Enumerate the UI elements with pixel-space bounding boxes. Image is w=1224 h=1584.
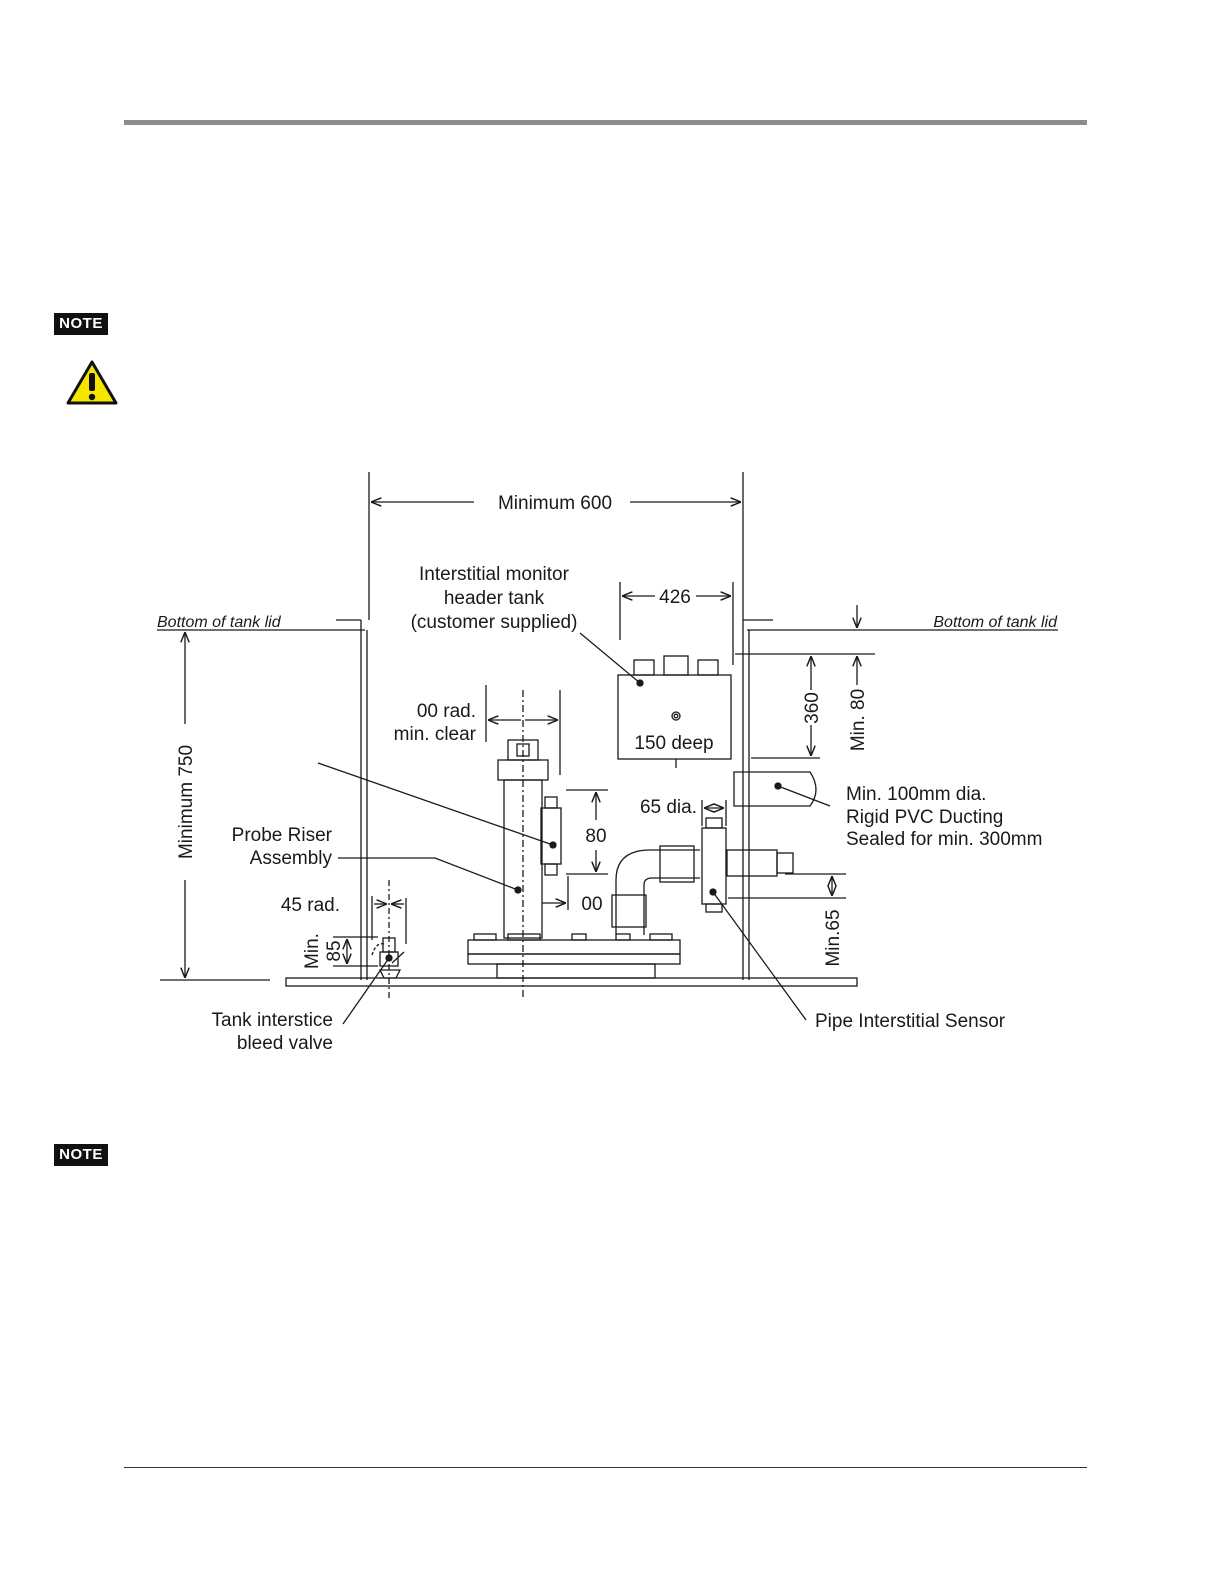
label-probe-2: Assembly (250, 848, 333, 869)
label-bleed-1: Tank interstice (212, 1010, 333, 1031)
label-rad-clear-2: min. clear (394, 724, 477, 745)
probe-riser (497, 739, 562, 939)
note-badge: NOTE (54, 1144, 108, 1166)
note-badge: NOTE (54, 313, 108, 335)
label-150-deep: 150 deep (634, 733, 713, 754)
label-bleed-2: bleed valve (237, 1033, 333, 1054)
label-header-tank-3: (customer supplied) (411, 612, 578, 633)
label-min-65: Min.65 (823, 909, 844, 966)
label-min-80: Min. 80 (848, 689, 869, 751)
label-ducting-2: Rigid PVC Ducting (846, 807, 1003, 828)
label-360: 360 (802, 692, 823, 724)
label-lid-right: Bottom of tank lid (933, 614, 1058, 631)
label-85: 85 (324, 940, 345, 961)
chamber-right-wall (742, 472, 773, 980)
label-65-dia: 65 dia. (640, 797, 697, 818)
bleed-valve (371, 937, 405, 979)
label-426: 426 (659, 587, 691, 608)
label-pipe-sensor: Pipe Interstitial Sensor (815, 1011, 1006, 1032)
label-rad-clear-1: 00 rad. (417, 701, 476, 722)
label-ducting-3: Sealed for min. 300mm (846, 829, 1042, 850)
chamber-left-wall (336, 472, 370, 980)
footer-rule (124, 1467, 1087, 1468)
label-80: 80 (585, 826, 606, 847)
label-00: 00 (581, 894, 602, 915)
pvc-ducting (733, 771, 817, 807)
label-header-tank-1: Interstitial monitor (419, 564, 570, 585)
label-minimum-600: Minimum 600 (498, 493, 612, 514)
header-rule (124, 120, 1087, 125)
tank-flange (467, 939, 681, 955)
label-min: Min. (302, 933, 323, 969)
label-probe-1: Probe Riser (232, 825, 333, 846)
label-lid-left: Bottom of tank lid (157, 614, 282, 631)
label-45-rad: 45 rad. (281, 895, 340, 916)
label-minimum-750: Minimum 750 (176, 745, 197, 859)
label-ducting-1: Min. 100mm dia. (846, 784, 986, 805)
elbow-pipe (615, 849, 700, 935)
warning-triangle-icon (66, 360, 118, 405)
pipe-interstitial-sensor (701, 817, 727, 913)
label-header-tank-2: header tank (444, 588, 545, 609)
